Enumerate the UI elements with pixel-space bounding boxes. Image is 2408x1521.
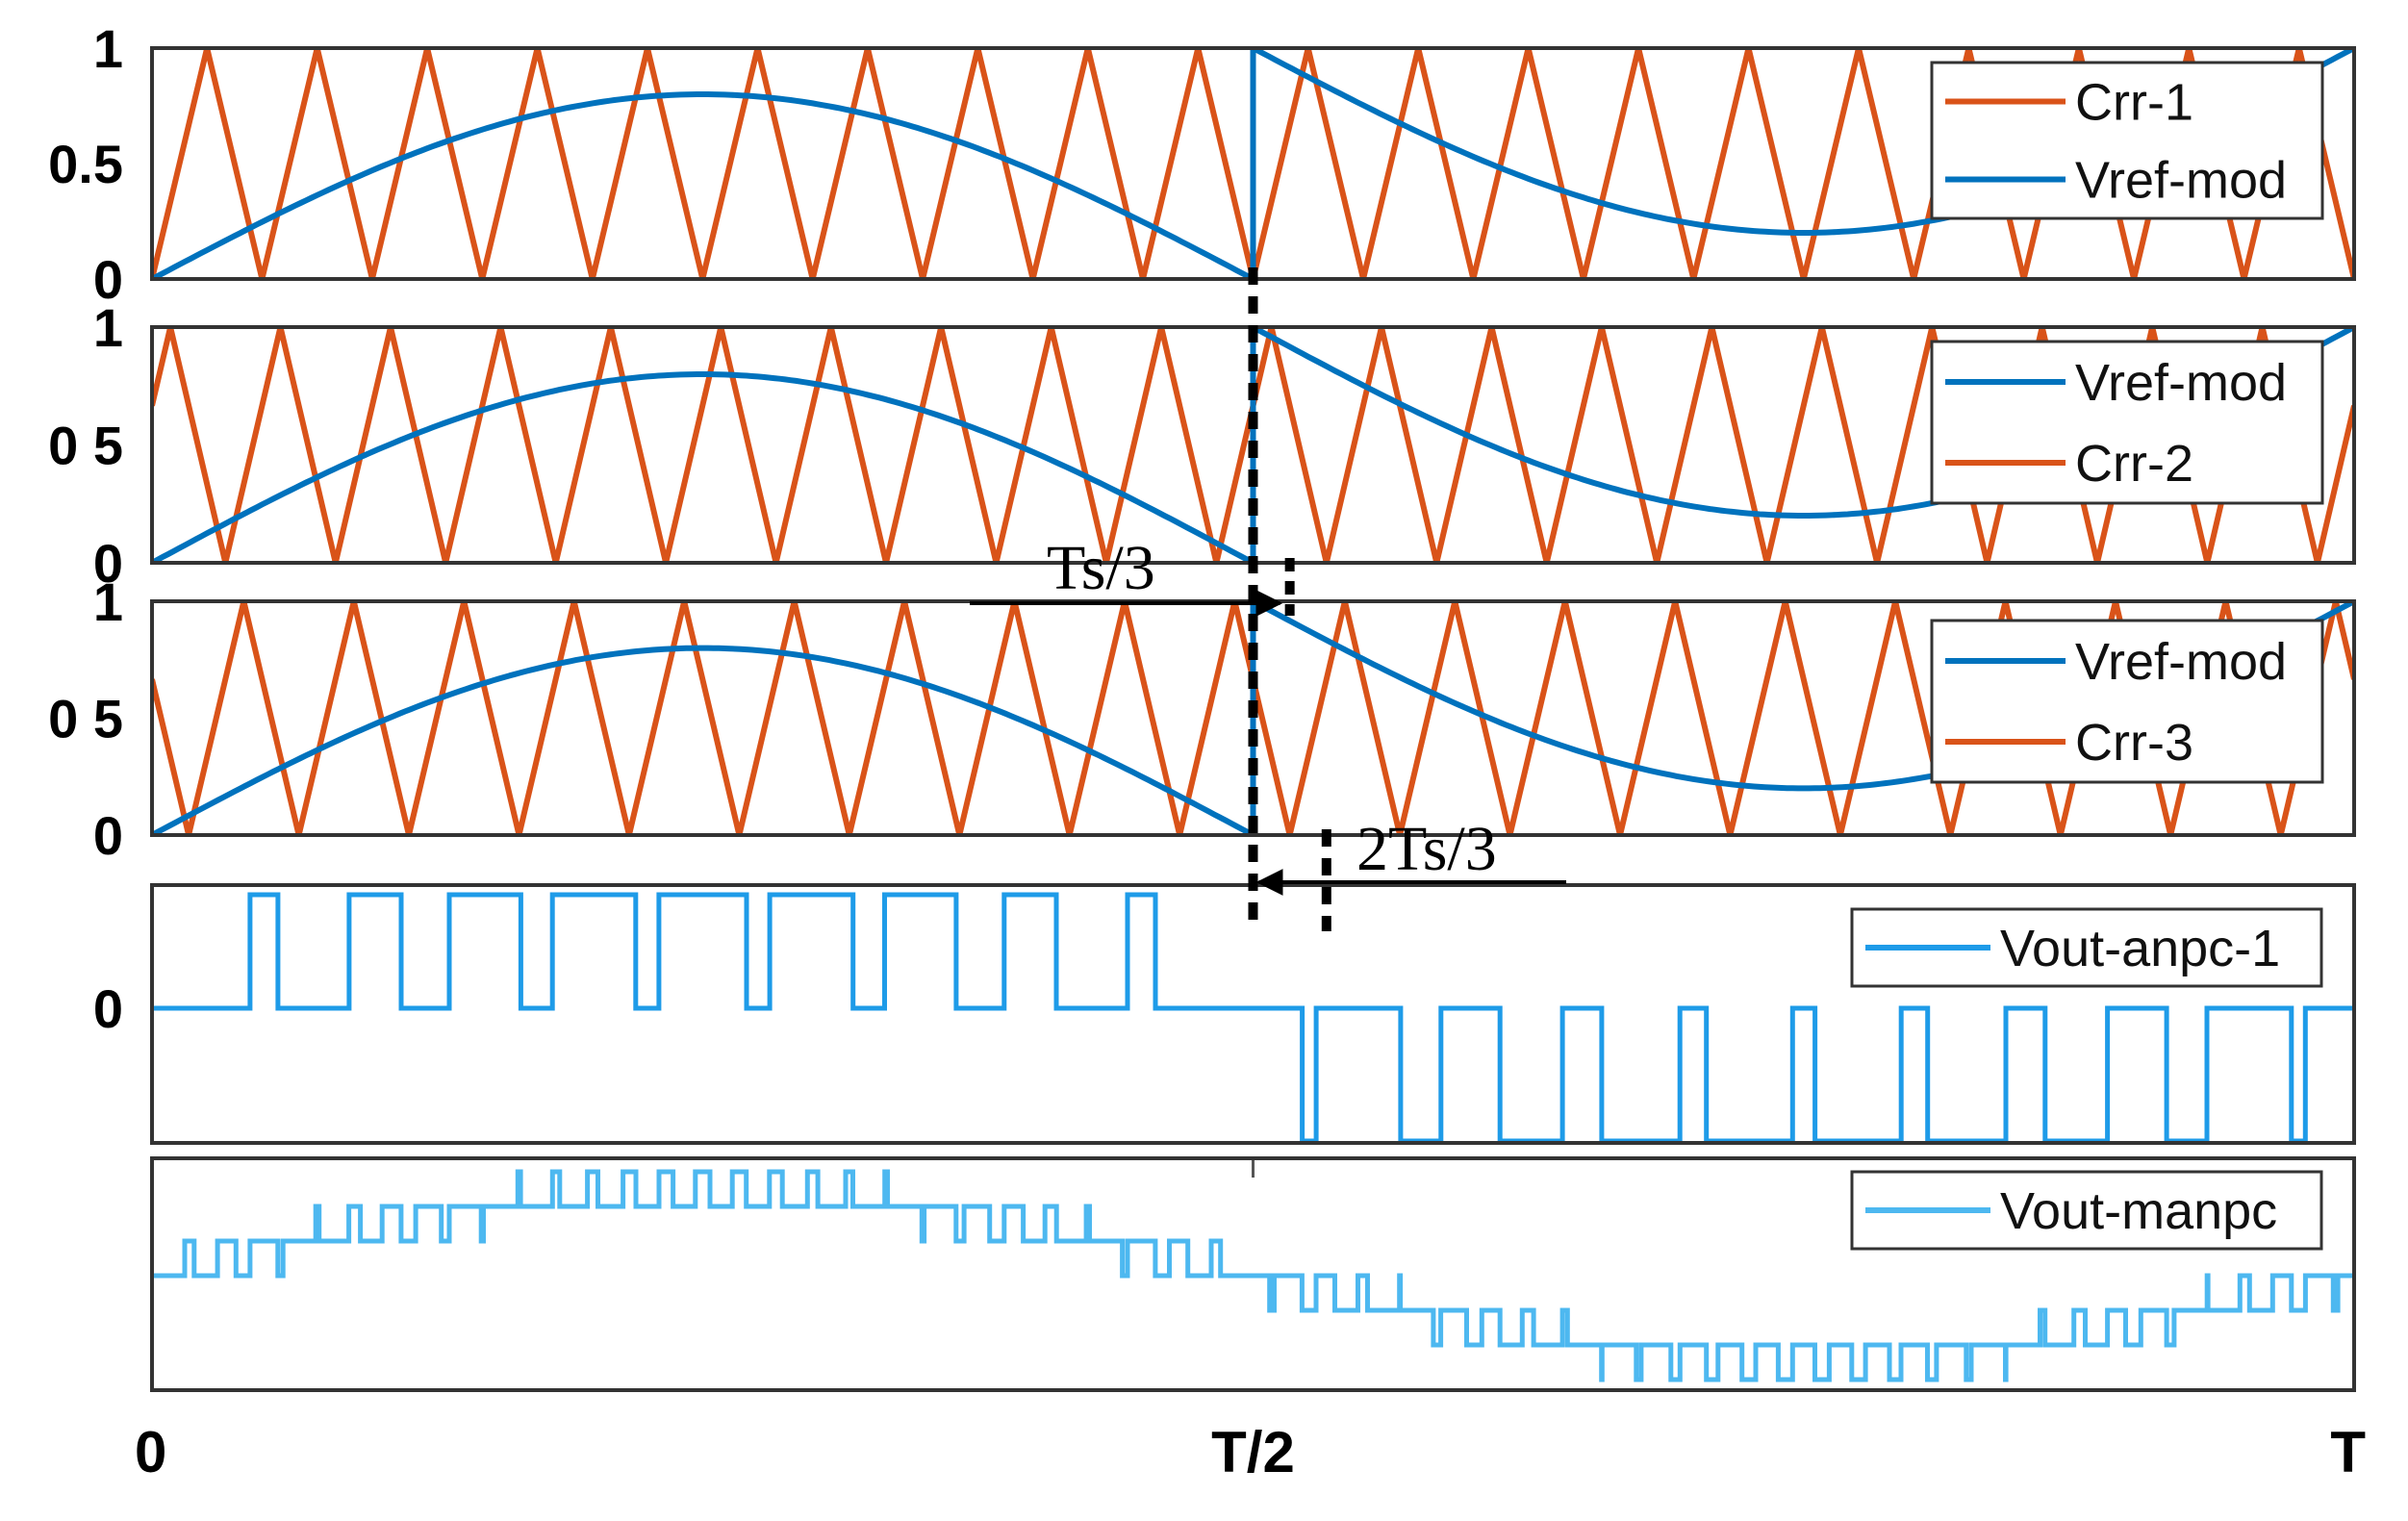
y-tick-label: 1 — [93, 571, 123, 632]
legend-box — [1930, 61, 2324, 220]
y-tick-label: 0 — [93, 249, 123, 310]
y-tick-label: 0 — [93, 978, 123, 1039]
legend-label: Vout-manpc — [2000, 1182, 2277, 1240]
legend-label: Vref-mod — [2075, 633, 2287, 691]
legend-label: Crr-1 — [2075, 74, 2193, 132]
plot-area — [152, 1169, 2354, 1382]
panel-4: 0 Vout-anpc-1 — [93, 883, 2356, 1145]
vout-manpc-line — [152, 1169, 2354, 1382]
legend-box — [1930, 340, 2324, 505]
carrier-line — [152, 327, 2354, 563]
legend-label: Crr-2 — [2075, 435, 2193, 493]
y-tick-label: 0 — [93, 533, 123, 594]
legend-label: Vout-anpc-1 — [2000, 920, 2280, 977]
y-tick-label: 0 5 — [48, 689, 123, 749]
legend: Vout-manpc — [1850, 1170, 2323, 1251]
y-tick-label: 1 — [93, 18, 123, 79]
two-ts3-label: 2Ts/3 — [1356, 814, 1497, 884]
x-tick-label: T — [2330, 1420, 2366, 1484]
legend-label: Vref-mod — [2075, 152, 2287, 210]
annotations: Ts/3 2Ts/3 — [970, 267, 1566, 931]
y-tick-label: 0 5 — [48, 416, 123, 476]
y-tick-label: 0.5 — [48, 134, 123, 194]
x-tick-label: 0 — [135, 1420, 166, 1484]
y-tick-label: 1 — [93, 297, 123, 358]
x-axis: 0 T/2 T — [135, 1420, 2366, 1484]
panel-5: Vout-manpc — [150, 1156, 2356, 1392]
legend-label: Vref-mod — [2075, 354, 2287, 412]
ts3-label: Ts/3 — [1047, 533, 1155, 603]
legend: Vout-anpc-1 — [1850, 907, 2323, 988]
y-tick-label: 0 — [93, 805, 123, 866]
panel-frame — [150, 1156, 2356, 1392]
x-tick-label: T/2 — [1211, 1420, 1295, 1484]
legend-label: Crr-3 — [2075, 714, 2193, 772]
legend-box — [1930, 619, 2324, 784]
